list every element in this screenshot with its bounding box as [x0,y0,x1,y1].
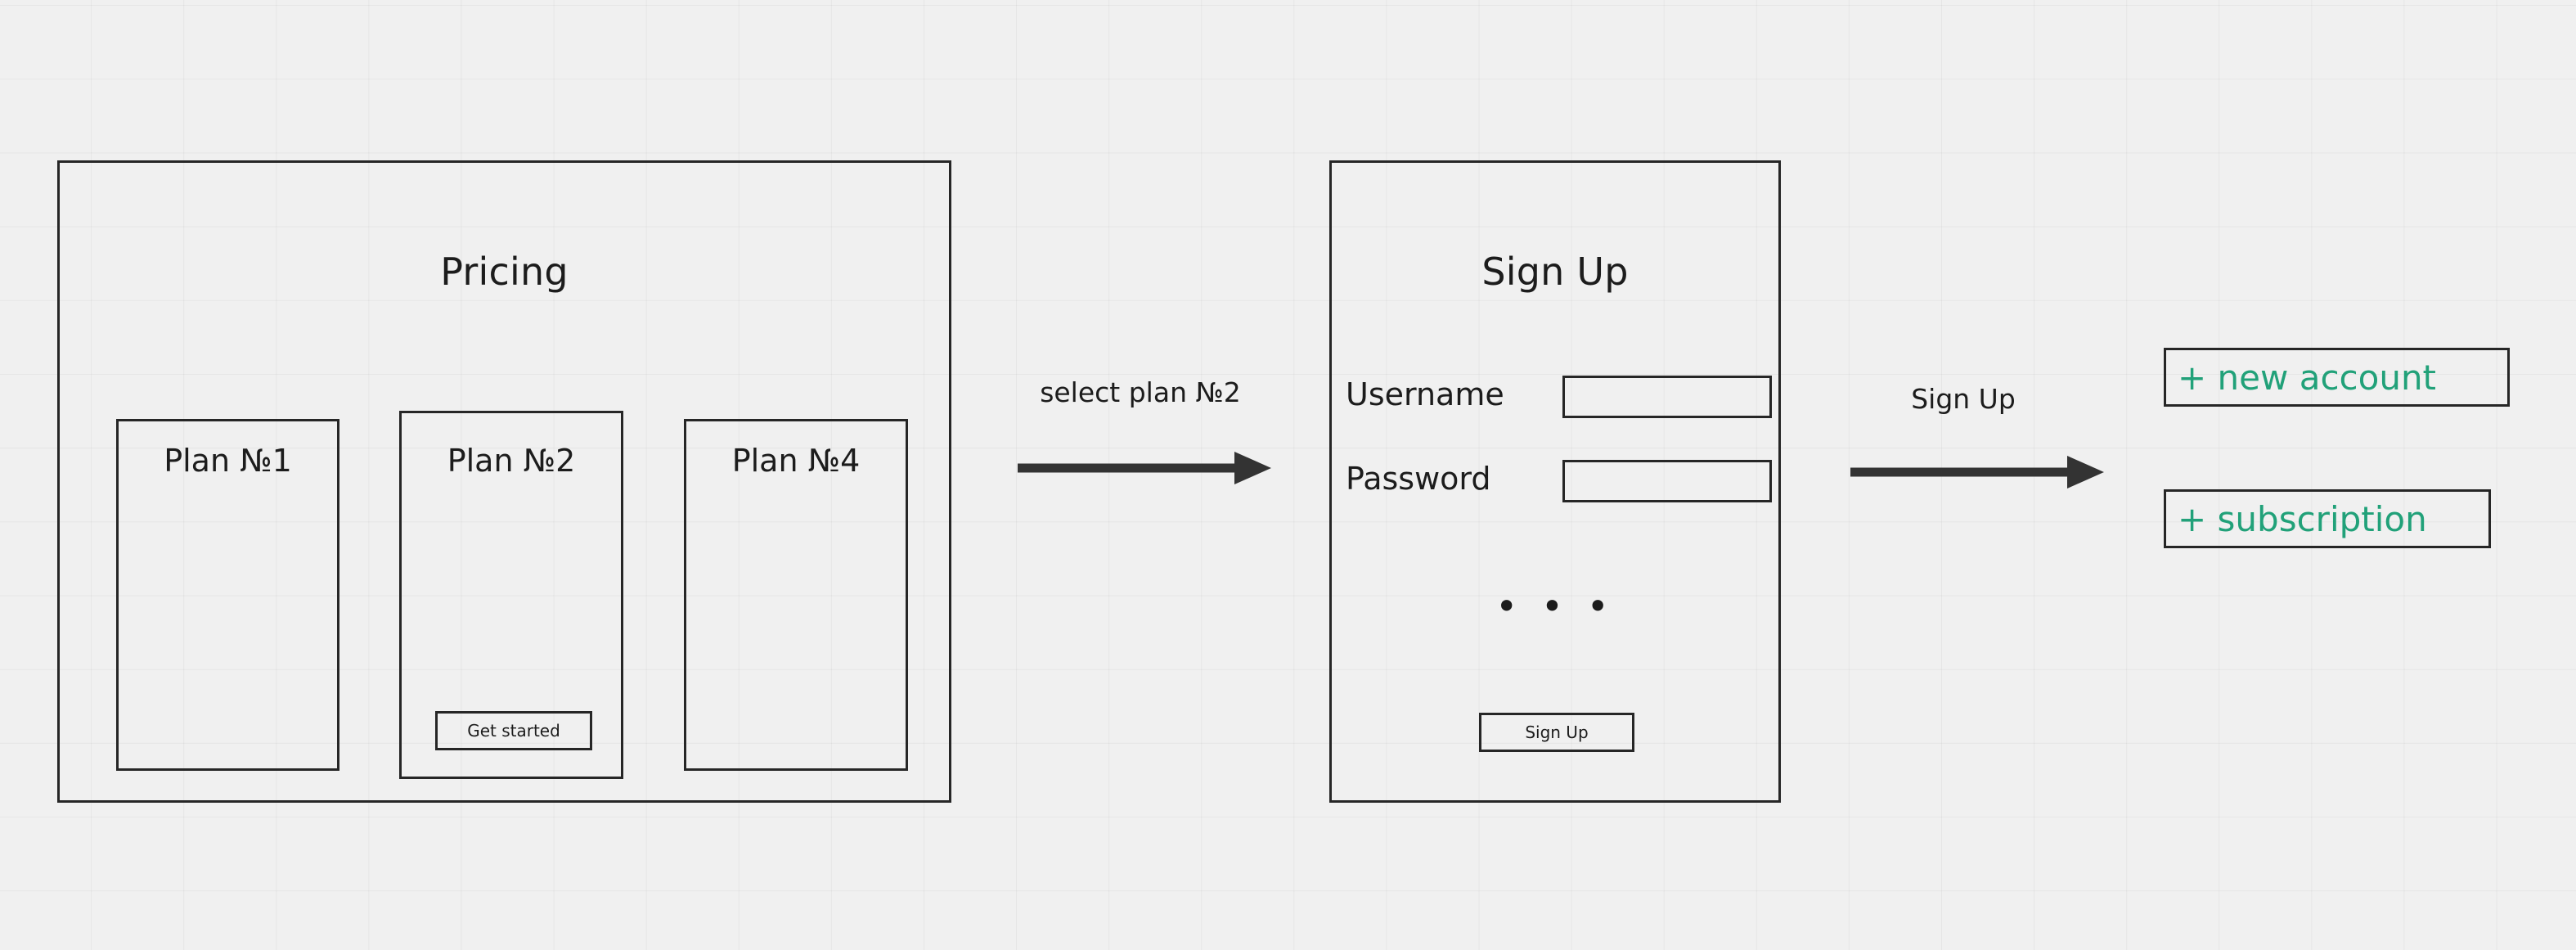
plan-card-1-title: Plan №1 [164,443,292,479]
result-subscription[interactable]: + subscription [2164,489,2491,548]
result-new-account-label: + new account [2178,357,2437,398]
arrow-select-plan-label: select plan №2 [1040,376,1241,408]
arrow-select-plan: select plan №2 [1009,376,1271,491]
plan-card-4[interactable]: Plan №4 [684,419,908,771]
more-fields-ellipsis: • • • [1495,584,1615,628]
plan-card-4-title: Plan №4 [731,443,861,479]
plan-card-2[interactable]: Plan №2 Get started [399,411,623,779]
arrow-select-plan-glyph [1018,452,1271,484]
get-started-button[interactable]: Get started [435,711,592,750]
username-input[interactable] [1562,376,1772,418]
signup-submit-button[interactable]: Sign Up [1479,713,1634,752]
pricing-panel [57,160,951,803]
signup-panel-title: Sign Up [1481,250,1629,294]
password-label: Password [1346,461,1491,497]
username-label: Username [1346,376,1504,412]
signup-panel [1329,160,1781,803]
arrow-sign-up-label: Sign Up [1911,383,2016,415]
plan-card-2-title: Plan №2 [447,443,576,479]
arrow-sign-up-glyph [1850,456,2104,489]
pricing-panel-title: Pricing [440,250,569,294]
password-input[interactable] [1562,460,1772,502]
result-subscription-label: + subscription [2178,498,2427,539]
result-new-account[interactable]: + new account [2164,348,2510,407]
arrow-sign-up: Sign Up [1841,376,2104,491]
plan-card-1[interactable]: Plan №1 [116,419,339,771]
